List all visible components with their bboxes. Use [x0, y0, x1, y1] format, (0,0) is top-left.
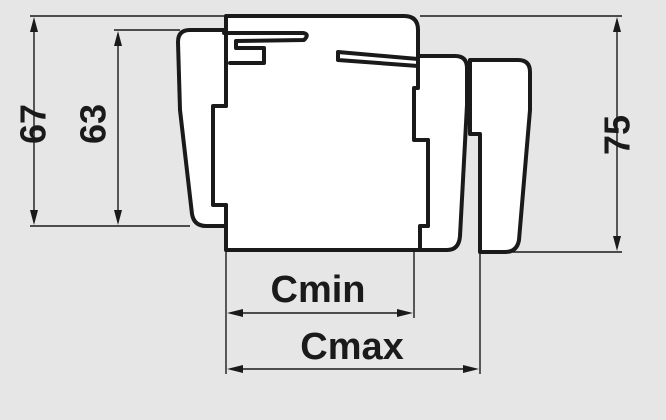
side-part-left	[176, 28, 228, 228]
arrowhead-cmin-right	[397, 309, 413, 317]
arrowhead-cmax-left	[227, 365, 243, 373]
arrowhead-cmin-left	[227, 309, 243, 317]
side-part-far-right	[468, 58, 532, 254]
label-75: 75	[597, 115, 638, 155]
crossbar-latch	[336, 50, 420, 68]
arrowhead-cmax-right	[463, 365, 479, 373]
label-67: 67	[13, 104, 54, 144]
arrowhead-67-bottom	[30, 210, 38, 225]
crossbar-lid	[222, 31, 309, 65]
label-cmin: Cmin	[271, 269, 366, 311]
arrowhead-75-bottom	[613, 236, 621, 251]
arrowhead-75-top	[613, 17, 621, 32]
chain-link-frame	[211, 14, 430, 252]
arrowhead-67-top	[30, 17, 38, 32]
arrowhead-63-top	[114, 31, 122, 46]
label-63: 63	[73, 104, 114, 144]
arrowhead-63-bottom	[114, 210, 122, 225]
label-cmax: Cmax	[300, 326, 404, 368]
